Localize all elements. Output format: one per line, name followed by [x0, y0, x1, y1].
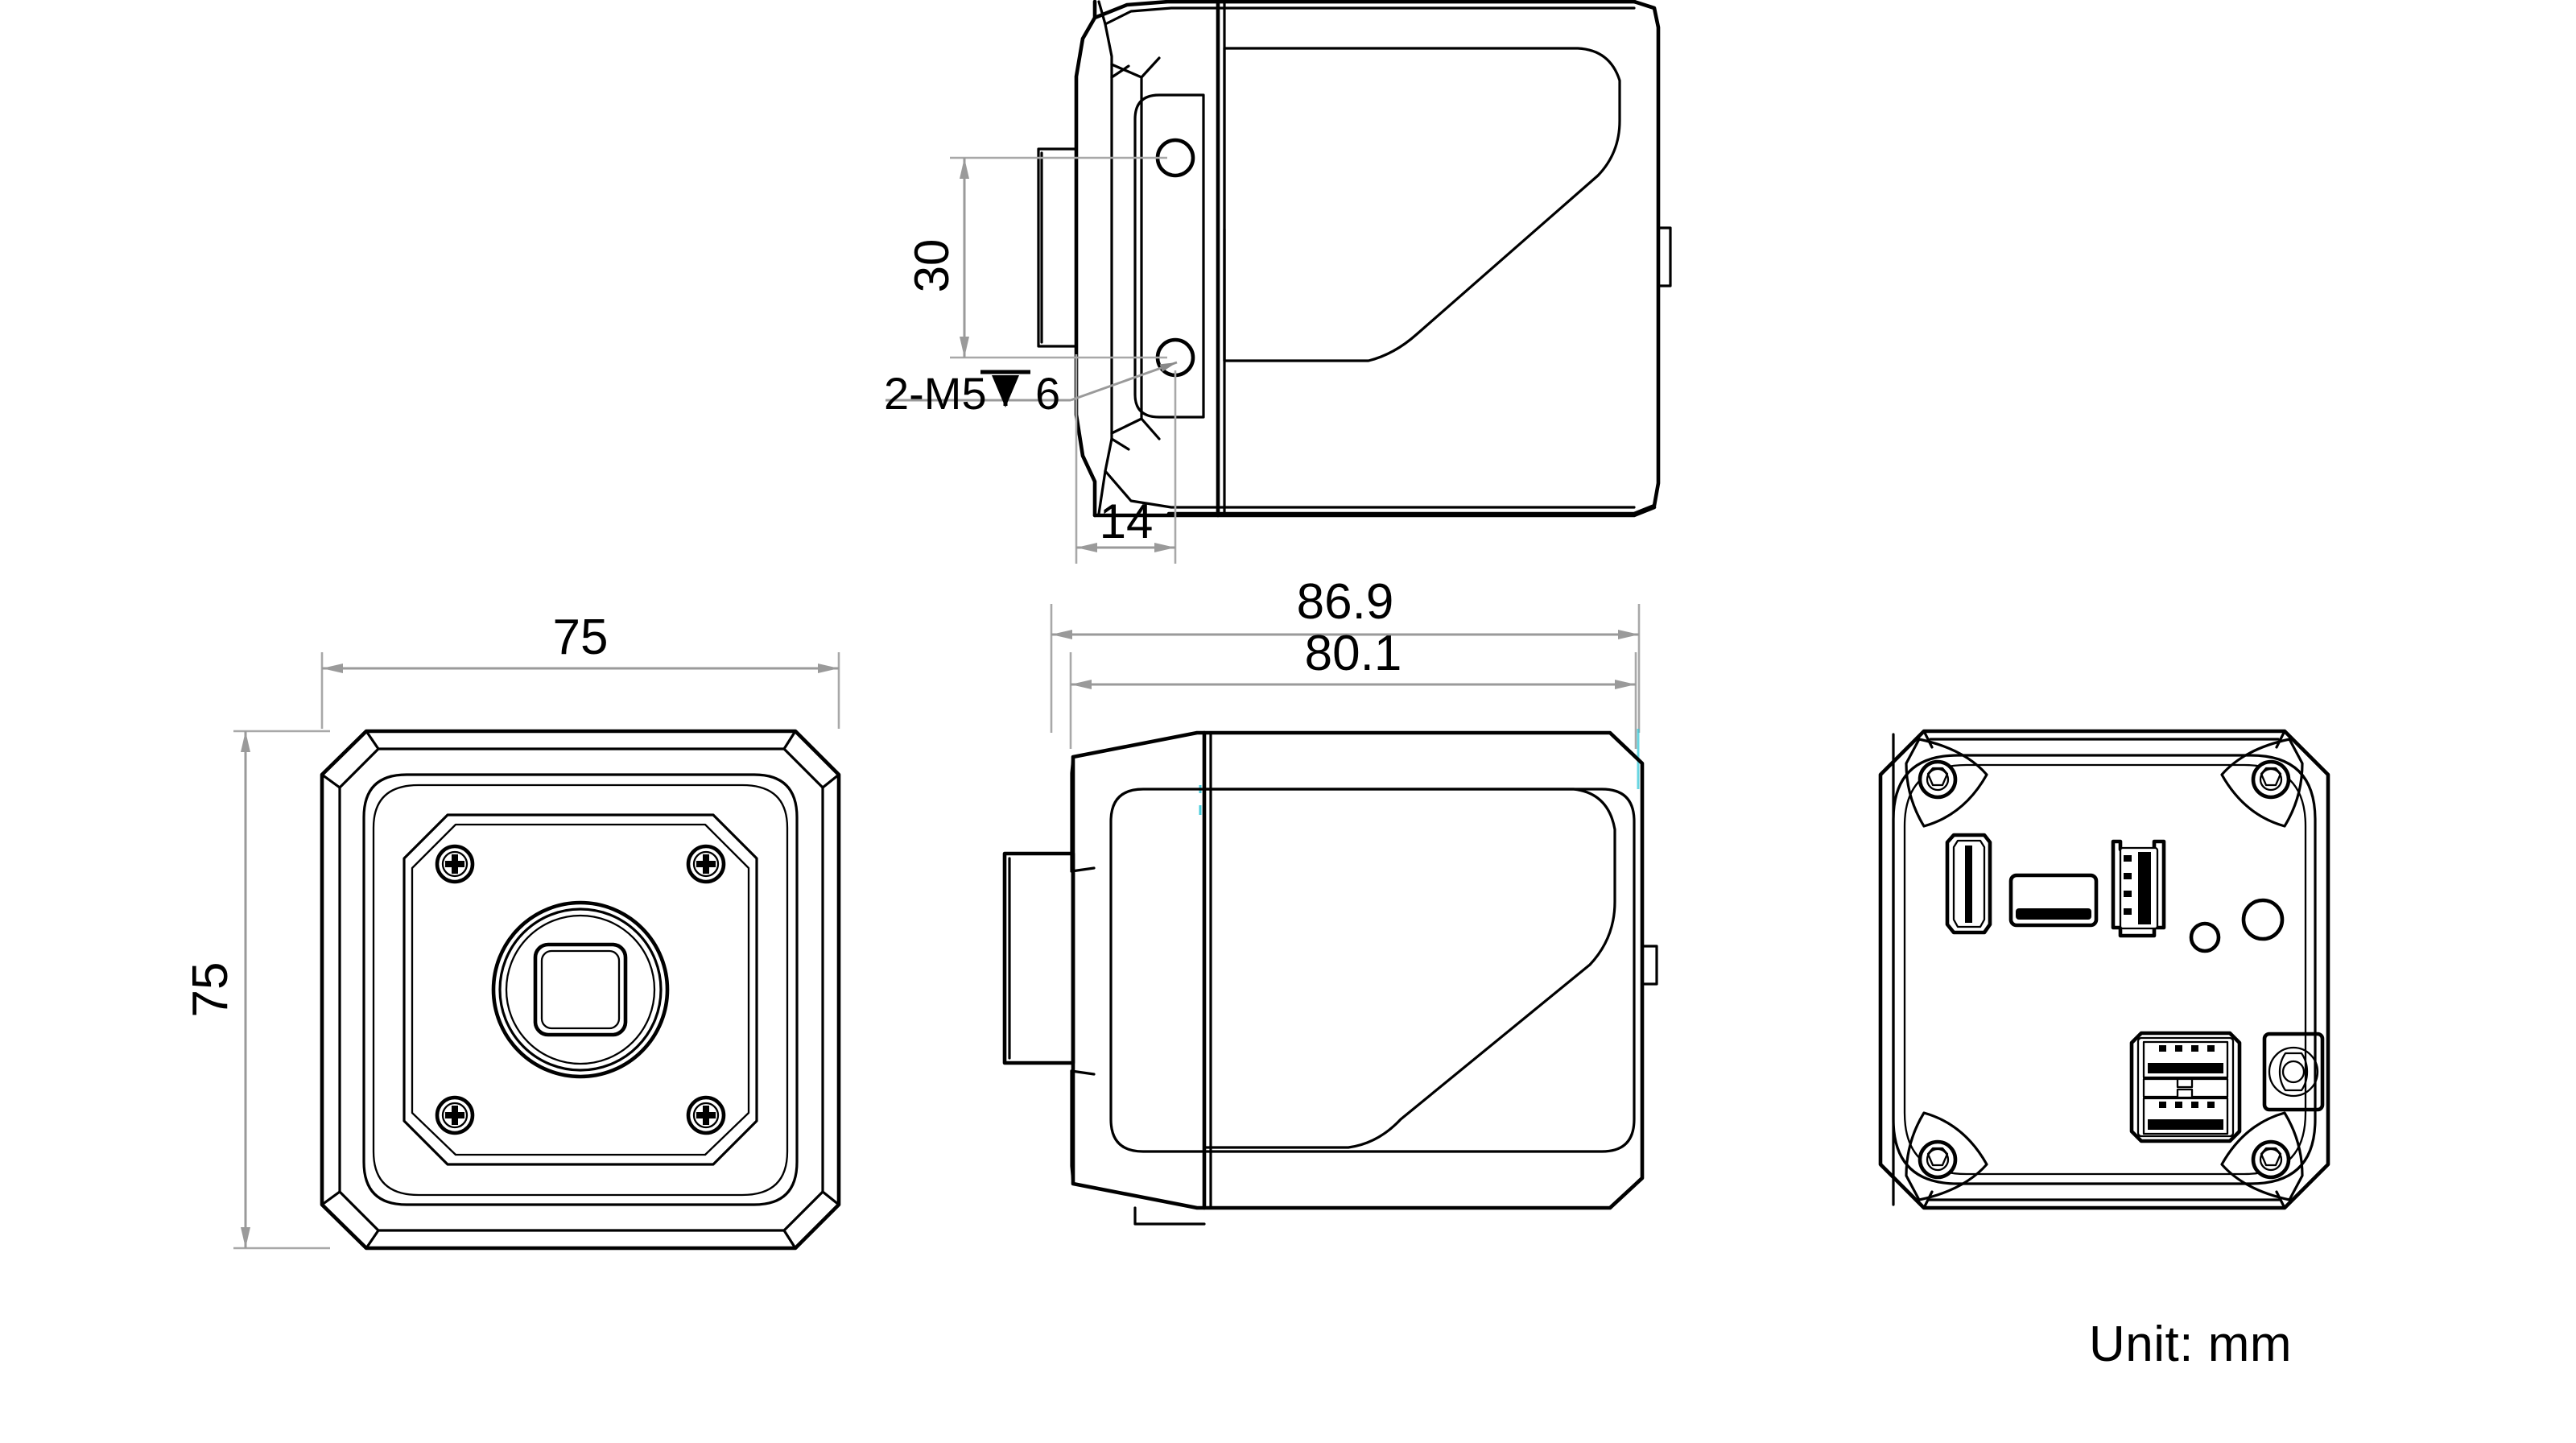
usb-dual-stack	[2129, 1031, 2242, 1143]
sd-card-slot	[2008, 873, 2099, 928]
led-small	[2189, 921, 2221, 953]
side-view-rear-flange	[1002, 851, 1075, 1065]
depth-symbol-icon	[980, 370, 1030, 407]
thread-callout-prefix: 2-M5	[884, 368, 987, 419]
top-view-body-outline	[1037, 0, 1672, 518]
front-view-body-outline	[320, 729, 841, 1251]
face-screw-bottom-right	[686, 1095, 726, 1135]
top-view-side-tab	[1657, 226, 1672, 287]
dim-30-label: 30	[905, 239, 959, 293]
rear-view-body-outline	[1878, 729, 2330, 1210]
face-screw-bottom-left	[435, 1095, 475, 1135]
led-large	[2241, 898, 2285, 941]
dim-75-height: 75	[183, 730, 330, 1250]
dim-75-width: 75	[320, 610, 840, 729]
dim-80-1-label: 80.1	[1305, 626, 1402, 681]
corner-screw-bottom-left	[1905, 1111, 1988, 1201]
image-sensor	[533, 942, 628, 1037]
usb-a-port	[2111, 839, 2166, 938]
top-view: 2-M5 6 30 14	[884, 0, 1672, 564]
rear-view	[1878, 729, 2330, 1210]
lens-mount	[491, 900, 670, 1079]
top-view-rear-flange	[1037, 147, 1078, 348]
dim-86-9-label: 86.9	[1297, 574, 1394, 630]
dc-power-jack	[2262, 1032, 2325, 1112]
corner-screw-bottom-right	[2220, 1111, 2304, 1201]
hdmi-port	[1945, 833, 1992, 935]
corner-screw-top-right	[2220, 738, 2304, 828]
thread-callout-text: 2-M5 6	[884, 368, 1060, 419]
corner-screw-top-left	[1905, 738, 1988, 828]
side-view: 86.9 80.1	[1002, 574, 1658, 1226]
unit-note: Unit: mm	[2089, 1317, 2292, 1372]
front-view: 75 75	[183, 610, 841, 1251]
dim-14: 14	[1075, 354, 1177, 564]
dim-80-1: 80.1	[1069, 626, 1637, 749]
face-screw-top-left	[435, 844, 475, 884]
dim-75-width-label: 75	[553, 610, 609, 665]
thread-callout-suffix: 6	[1035, 368, 1060, 419]
dim-75-height-label: 75	[183, 962, 238, 1018]
dim-86-9: 86.9	[1050, 574, 1641, 733]
dim-30: 30	[905, 156, 1167, 359]
side-view-side-tab	[1641, 945, 1658, 986]
face-screw-top-right	[686, 844, 726, 884]
thread-callout-leader	[886, 361, 1178, 402]
dim-14-label: 14	[1100, 494, 1154, 548]
side-view-body-outline	[1002, 730, 1658, 1226]
